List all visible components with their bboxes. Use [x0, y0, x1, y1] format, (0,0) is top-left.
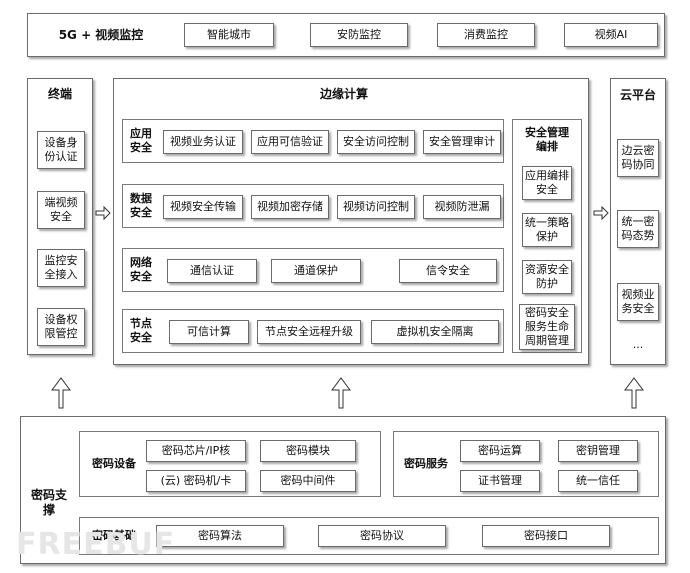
crypto-device-item: 密码中间件	[260, 470, 356, 492]
edge-row-node-security: 节点安全 可信计算 节点安全远程升级 虚拟机安全隔离	[122, 309, 504, 353]
edge-row-data-security: 数据安全 视频安全传输 视频加密存储 视频访问控制 视频防泄漏	[122, 184, 504, 228]
terminal-item-device-auth: 设备身份认证	[37, 131, 85, 169]
edge-row-label: 应用安全	[130, 127, 152, 154]
terminal-item-secure-access: 监控安全接入	[37, 249, 85, 287]
crypto-device-title: 密码设备	[92, 457, 136, 471]
terminal-title: 终端	[47, 86, 72, 101]
arrow-up-icon	[51, 377, 71, 409]
edge-title: 边缘计算	[319, 86, 368, 101]
terminal-panel: 终端 设备身份认证 端视频安全 监控安全接入 设备权限管控	[27, 78, 93, 355]
crypto-device-item: 密码芯片/IP核	[146, 440, 246, 462]
top-item-consumer-monitoring: 消费监控	[437, 23, 535, 47]
crypto-device-item: (云) 密码机/卡	[146, 470, 246, 492]
arrow-up-icon	[624, 377, 644, 409]
edge-cell: 应用可信验证	[251, 130, 329, 154]
terminal-item-video-security: 端视频安全	[37, 191, 85, 229]
crypto-service-panel: 密码服务 密码运算 密钥管理 证书管理 统一信任	[393, 431, 659, 497]
edge-cell: 虚拟机安全隔离	[371, 320, 499, 344]
crypto-service-item: 密码运算	[460, 440, 540, 462]
edge-row-label: 数据安全	[130, 192, 152, 219]
edge-cell: 视频加密存储	[251, 195, 329, 219]
crypto-service-title: 密码服务	[404, 457, 448, 471]
terminal-item-permission-control: 设备权限管控	[37, 308, 85, 346]
edge-row-label: 网络安全	[130, 256, 152, 283]
crypto-base-title: 密码基础	[92, 529, 136, 543]
crypto-panel: 密码支撑 密码设备 密码芯片/IP核 密码模块 (云) 密码机/卡 密码中间件 …	[20, 416, 666, 564]
orchestration-item-resource: 资源安全防护	[522, 260, 572, 294]
top-banner-title: 5G + 视频监控	[58, 27, 144, 42]
edge-cell: 通信认证	[167, 259, 257, 283]
crypto-service-item: 证书管理	[460, 470, 540, 492]
edge-row-label: 节点安全	[130, 317, 152, 344]
crypto-service-item: 密钥管理	[558, 440, 638, 462]
edge-cell: 视频访问控制	[337, 195, 415, 219]
edge-row-app-security: 应用安全 视频业务认证 应用可信验证 安全访问控制 安全管理审计	[122, 119, 504, 163]
orchestration-title: 安全管理编排	[525, 126, 569, 153]
watermark: FREEBUF	[16, 527, 176, 562]
cloud-item-more: ...	[632, 338, 644, 352]
edge-panel: 边缘计算 应用安全 视频业务认证 应用可信验证 安全访问控制 安全管理审计 数据…	[113, 78, 589, 365]
orchestration-item-app: 应用编排安全	[522, 166, 572, 200]
edge-cell: 信令安全	[399, 259, 497, 283]
top-item-smart-city: 智能城市	[184, 23, 274, 47]
crypto-service-item: 统一信任	[558, 470, 638, 492]
edge-cell: 视频防泄漏	[423, 195, 501, 219]
edge-cell: 安全访问控制	[337, 130, 415, 154]
edge-cell: 视频业务认证	[163, 130, 243, 154]
crypto-device-panel: 密码设备 密码芯片/IP核 密码模块 (云) 密码机/卡 密码中间件	[79, 431, 381, 497]
top-item-security-monitoring: 安防监控	[310, 23, 408, 47]
crypto-title: 密码支撑	[30, 488, 67, 517]
edge-cell: 安全管理审计	[423, 130, 501, 154]
edge-row-network-security: 网络安全 通信认证 通道保护 信令安全	[122, 248, 504, 292]
crypto-base-item: 密码算法	[156, 525, 284, 547]
top-banner: 5G + 视频监控 智能城市 安防监控 消费监控 视频AI	[27, 13, 665, 57]
crypto-base-item: 密码协议	[318, 525, 446, 547]
crypto-device-item: 密码模块	[260, 440, 356, 462]
orchestration-item-policy: 统一策略保护	[522, 213, 572, 247]
edge-cell: 通道保护	[271, 259, 361, 283]
cloud-item-video-security: 视频业务安全	[617, 283, 659, 321]
top-item-video-ai: 视频AI	[564, 23, 658, 47]
arrow-up-icon	[331, 377, 351, 409]
arrow-right-icon	[593, 205, 609, 221]
crypto-base-panel: 密码基础 密码算法 密码协议 密码接口	[79, 517, 659, 555]
edge-cell: 视频安全传输	[163, 195, 243, 219]
cloud-title: 云平台	[619, 87, 656, 102]
arrow-right-icon	[95, 205, 111, 221]
edge-orchestration-panel: 安全管理编排 应用编排安全 统一策略保护 资源安全防护 密码安全服务生命周期管理	[512, 119, 582, 353]
edge-cell: 可信计算	[169, 320, 249, 344]
edge-cell: 节点安全远程升级	[257, 320, 361, 344]
orchestration-item-lifecycle: 密码安全服务生命周期管理	[519, 304, 575, 350]
cloud-item-edge-cloud: 边云密码协同	[617, 139, 659, 177]
cloud-item-crypto-posture: 统一密码态势	[617, 210, 659, 248]
crypto-base-item: 密码接口	[482, 525, 610, 547]
cloud-panel: 云平台 边云密码协同 统一密码态势 视频业务安全 ...	[610, 78, 666, 365]
